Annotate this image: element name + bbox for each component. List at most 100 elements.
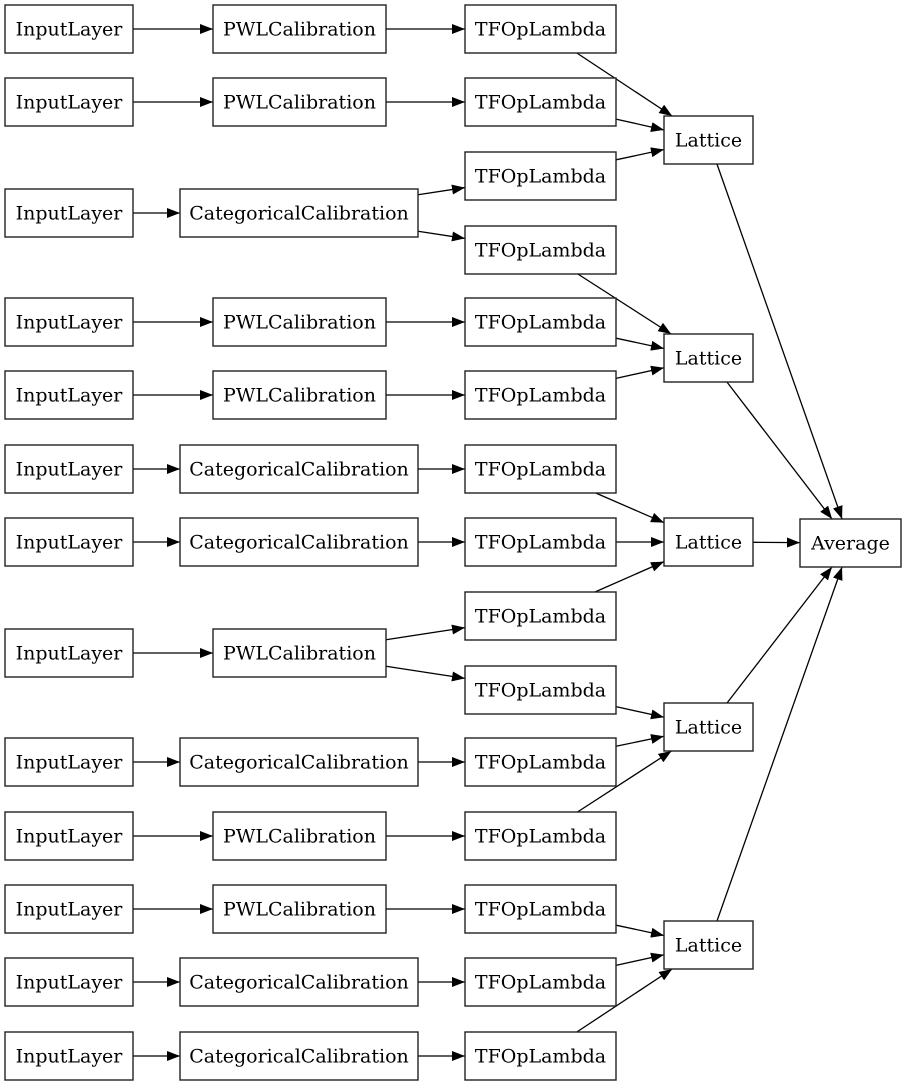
node-label-in9: InputLayer [16, 752, 124, 774]
node-label-in3: InputLayer [16, 203, 124, 225]
node-in8: InputLayer [5, 629, 133, 677]
node-in6: InputLayer [5, 445, 133, 493]
node-cal6: CategoricalCalibration [180, 445, 418, 493]
node-in12: InputLayer [5, 958, 133, 1006]
node-t12: TFOpLambda [465, 812, 616, 860]
edge-t3-lat1 [616, 150, 664, 160]
node-label-in12: InputLayer [16, 972, 124, 994]
node-label-cal10: PWLCalibration [223, 826, 376, 848]
node-label-t5: TFOpLambda [475, 312, 606, 334]
edge-t5-lat2 [616, 338, 664, 348]
node-label-t6: TFOpLambda [475, 385, 606, 407]
node-label-lat5: Lattice [675, 935, 742, 957]
node-t15: TFOpLambda [465, 1032, 616, 1080]
node-lat3: Lattice [664, 518, 753, 566]
node-cal4: PWLCalibration [213, 298, 386, 346]
node-cal9: CategoricalCalibration [180, 738, 418, 786]
node-t14: TFOpLambda [465, 958, 616, 1006]
node-label-cal1: PWLCalibration [223, 19, 376, 41]
node-label-cal12: CategoricalCalibration [189, 972, 409, 994]
node-in7: InputLayer [5, 518, 133, 566]
node-label-in11: InputLayer [16, 899, 124, 921]
node-cal5: PWLCalibration [213, 371, 386, 419]
node-in3: InputLayer [5, 189, 133, 237]
node-t10: TFOpLambda [465, 666, 616, 714]
node-t9: TFOpLambda [465, 592, 616, 640]
node-label-avg: Average [810, 533, 890, 555]
node-in11: InputLayer [5, 885, 133, 933]
node-cal2: PWLCalibration [213, 78, 386, 126]
node-t3: TFOpLambda [465, 152, 616, 200]
node-in9: InputLayer [5, 738, 133, 786]
edge-cal3-t3 [418, 188, 465, 195]
node-cal7: CategoricalCalibration [180, 518, 418, 566]
node-t11: TFOpLambda [465, 738, 616, 786]
node-label-cal9: CategoricalCalibration [189, 752, 409, 774]
node-lat2: Lattice [664, 334, 753, 382]
node-in5: InputLayer [5, 371, 133, 419]
node-label-t11: TFOpLambda [475, 752, 606, 774]
node-label-cal13: CategoricalCalibration [189, 1046, 409, 1068]
node-t6: TFOpLambda [465, 371, 616, 419]
node-label-in7: InputLayer [16, 532, 124, 554]
node-label-cal2: PWLCalibration [223, 92, 376, 114]
node-label-cal6: CategoricalCalibration [189, 459, 409, 481]
node-label-in13: InputLayer [16, 1046, 124, 1068]
node-in4: InputLayer [5, 298, 133, 346]
edge-lat2-avg [727, 382, 832, 519]
node-in1: InputLayer [5, 5, 133, 53]
node-label-t13: TFOpLambda [475, 899, 606, 921]
node-lat5: Lattice [664, 921, 753, 969]
node-label-t15: TFOpLambda [475, 1046, 606, 1068]
node-label-in1: InputLayer [16, 19, 124, 41]
node-in13: InputLayer [5, 1032, 133, 1080]
node-label-t1: TFOpLambda [475, 19, 606, 41]
node-label-t10: TFOpLambda [475, 680, 606, 702]
edge-cal8-t9 [386, 628, 465, 640]
node-label-t8: TFOpLambda [475, 532, 606, 554]
node-label-cal7: CategoricalCalibration [189, 532, 409, 554]
edge-cal8-t10 [386, 666, 465, 678]
node-label-cal11: PWLCalibration [223, 899, 376, 921]
node-in2: InputLayer [5, 78, 133, 126]
node-t8: TFOpLambda [465, 518, 616, 566]
node-lat1: Lattice [664, 116, 753, 164]
node-label-in8: InputLayer [16, 643, 124, 665]
node-in10: InputLayer [5, 812, 133, 860]
node-label-cal3: CategoricalCalibration [189, 203, 409, 225]
node-cal12: CategoricalCalibration [180, 958, 418, 1006]
node-lat4: Lattice [664, 703, 753, 751]
node-label-in6: InputLayer [16, 459, 124, 481]
node-label-lat3: Lattice [675, 532, 742, 554]
edge-t13-lat5 [616, 925, 664, 935]
node-cal10: PWLCalibration [213, 812, 386, 860]
node-label-t12: TFOpLambda [475, 826, 606, 848]
node-label-lat2: Lattice [675, 348, 742, 370]
node-label-in4: InputLayer [16, 312, 124, 334]
edge-t10-lat4 [616, 707, 664, 718]
node-label-t3: TFOpLambda [475, 166, 606, 188]
node-label-cal4: PWLCalibration [223, 312, 376, 334]
node-label-in5: InputLayer [16, 385, 124, 407]
node-label-in10: InputLayer [16, 826, 124, 848]
node-label-t4: TFOpLambda [475, 240, 606, 262]
node-label-t9: TFOpLambda [475, 606, 606, 628]
node-label-lat1: Lattice [675, 130, 742, 152]
node-t13: TFOpLambda [465, 885, 616, 933]
edge-t11-lat4 [616, 736, 664, 746]
node-avg: Average [800, 519, 901, 567]
edge-cal3-t4 [418, 231, 465, 238]
node-t7: TFOpLambda [465, 445, 616, 493]
node-t1: TFOpLambda [465, 5, 616, 53]
node-label-t14: TFOpLambda [475, 972, 606, 994]
node-label-t7: TFOpLambda [475, 459, 606, 481]
node-t5: TFOpLambda [465, 298, 616, 346]
node-cal1: PWLCalibration [213, 5, 386, 53]
edge-t14-lat5 [616, 955, 664, 966]
edge-lat4-avg [727, 567, 832, 703]
node-cal3: CategoricalCalibration [180, 189, 418, 237]
node-label-t2: TFOpLambda [475, 92, 606, 114]
node-label-in2: InputLayer [16, 92, 124, 114]
node-cal11: PWLCalibration [213, 885, 386, 933]
